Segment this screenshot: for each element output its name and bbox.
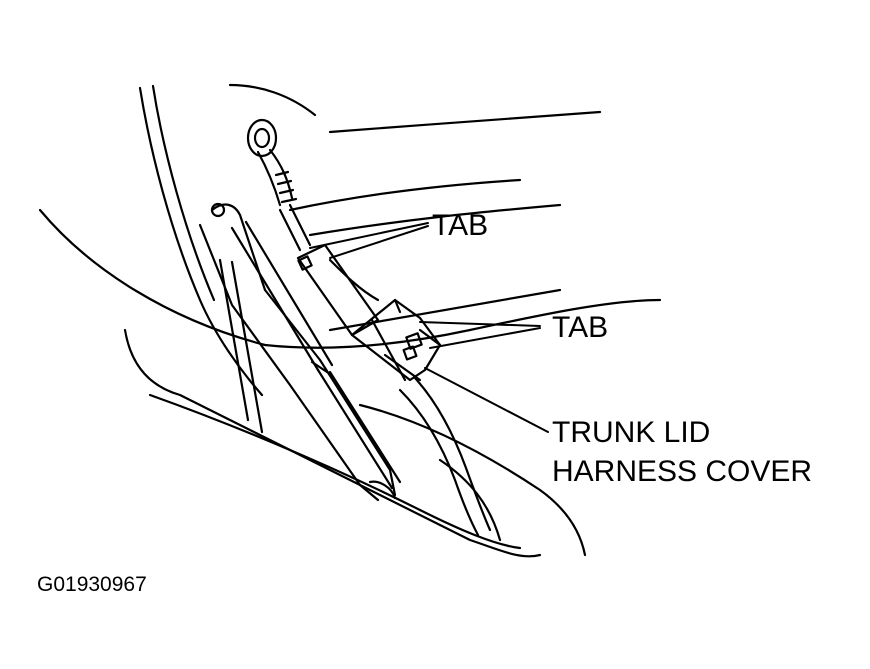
tab-label-upper: TAB: [432, 209, 489, 242]
gas-strut: [230, 220, 402, 490]
harness-cover-label-line1: TRUNK LID: [552, 416, 711, 449]
figure-id: G01930967: [37, 573, 147, 596]
harness-cover-label-line2: HARNESS COVER: [552, 455, 813, 488]
trunk-floor: [123, 328, 587, 558]
hinge-arm: [198, 202, 397, 502]
tab-label-lower: TAB: [552, 311, 609, 344]
harness-cover: [296, 243, 442, 382]
harness-hose: [246, 118, 492, 537]
leader-lines: [309, 222, 549, 433]
